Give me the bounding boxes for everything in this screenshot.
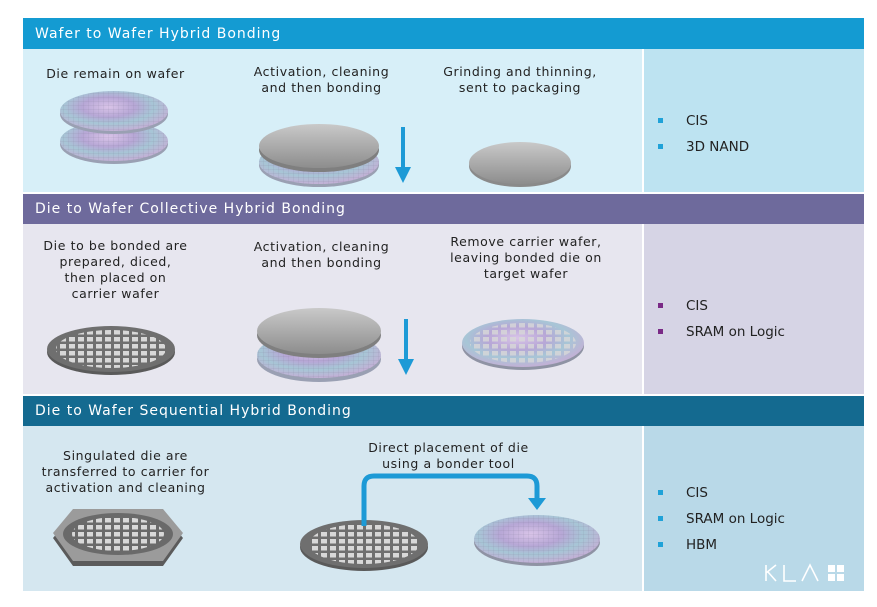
step-caption-line: and then bonding xyxy=(261,255,382,270)
bullet-square-icon xyxy=(658,329,663,334)
kla-plus-icon xyxy=(765,563,844,582)
collective-bonding-illustration xyxy=(47,308,584,382)
bullet-square-icon xyxy=(658,516,663,521)
applications-panel-die-to-wafer-collective: CIS SRAM on Logic xyxy=(644,224,864,394)
step-caption-line: Activation, cleaning xyxy=(253,239,390,254)
carrier-wafer xyxy=(300,520,428,571)
step-caption-line: prepared, diced, xyxy=(59,254,172,269)
section-title: Die to Wafer Collective Hybrid Bonding xyxy=(35,201,346,217)
application-item: HBM xyxy=(658,532,785,558)
application-label: CIS xyxy=(686,298,708,314)
application-item: 3D NAND xyxy=(658,134,749,160)
bonded-wafer-stack xyxy=(259,124,379,187)
step-caption-line: then placed on xyxy=(64,270,167,285)
down-arrow-icon xyxy=(398,319,414,375)
step-caption-line: Remove carrier wafer, xyxy=(450,234,602,249)
step-caption-line: Direct placement of die xyxy=(368,440,529,455)
step-caption-line: Die remain on wafer xyxy=(46,66,185,81)
target-wafer xyxy=(474,515,600,566)
step-caption-line: activation and cleaning xyxy=(45,480,206,495)
step-caption-line: Die to be bonded are xyxy=(43,238,188,253)
step-caption-line: carrier wafer xyxy=(71,286,160,301)
application-item: SRAM on Logic xyxy=(658,506,785,532)
application-label: SRAM on Logic xyxy=(686,324,785,340)
step-caption-line: target wafer xyxy=(483,266,569,281)
wafer-bottom xyxy=(60,91,168,134)
step-caption: Grinding and thinning,sent to packaging xyxy=(425,64,615,96)
applications-list: CIS SRAM on Logic xyxy=(658,293,785,345)
thinned-wafer xyxy=(469,142,571,187)
step-caption-line: leaving bonded die on xyxy=(450,250,602,265)
application-label: CIS xyxy=(686,113,708,129)
application-item: SRAM on Logic xyxy=(658,319,785,345)
bullet-square-icon xyxy=(658,144,663,149)
application-label: HBM xyxy=(686,537,718,553)
application-label: SRAM on Logic xyxy=(686,511,785,527)
step-caption-line: transferred to carrier for xyxy=(41,464,210,479)
transfer-arrow-icon xyxy=(361,473,546,526)
section-band-die-to-wafer-sequential: Die to Wafer Sequential Hybrid Bonding xyxy=(23,396,864,426)
section-band-wafer-to-wafer: Wafer to Wafer Hybrid Bonding xyxy=(23,18,864,49)
application-label: 3D NAND xyxy=(686,139,750,155)
sequential-bonding-illustration xyxy=(53,473,600,571)
section-panel-wafer-to-wafer: Die remain on wafer Activation, cleaning… xyxy=(23,49,642,192)
step-caption-line: Grinding and thinning, xyxy=(443,64,597,79)
section-title: Die to Wafer Sequential Hybrid Bonding xyxy=(35,403,352,419)
applications-panel-wafer-to-wafer: CIS 3D NAND xyxy=(644,49,864,192)
step-caption: Die remain on wafer xyxy=(23,66,208,82)
step-caption-line: and then bonding xyxy=(261,80,382,95)
application-item: CIS xyxy=(658,108,749,134)
bonded-wafer-stack xyxy=(257,308,381,382)
hybrid-bonding-diagram: Wafer to Wafer Hybrid Bonding xyxy=(23,18,864,591)
step-caption: Remove carrier wafer,leaving bonded die … xyxy=(431,234,621,282)
carrier-wafer xyxy=(47,326,175,375)
applications-list: CIS 3D NAND xyxy=(658,108,749,160)
step-caption-line: sent to packaging xyxy=(458,80,582,95)
wafer-to-wafer-illustration xyxy=(60,91,571,187)
application-item: CIS xyxy=(658,480,785,506)
step-caption-line: Activation, cleaning xyxy=(253,64,390,79)
kla-logo xyxy=(764,563,852,587)
bullet-square-icon xyxy=(658,303,663,308)
application-label: CIS xyxy=(686,485,708,501)
target-wafer xyxy=(462,319,584,370)
application-item: CIS xyxy=(658,293,785,319)
section-title: Wafer to Wafer Hybrid Bonding xyxy=(35,25,282,42)
bullet-square-icon xyxy=(658,118,663,123)
carrier-frame xyxy=(53,509,183,566)
step-caption-line: Singulated die are xyxy=(63,448,188,463)
bullet-square-icon xyxy=(658,542,663,547)
bullet-square-icon xyxy=(658,490,663,495)
step-caption-line: using a bonder tool xyxy=(382,456,515,471)
section-band-die-to-wafer-collective: Die to Wafer Collective Hybrid Bonding xyxy=(23,194,864,224)
down-arrow-icon xyxy=(395,127,411,183)
